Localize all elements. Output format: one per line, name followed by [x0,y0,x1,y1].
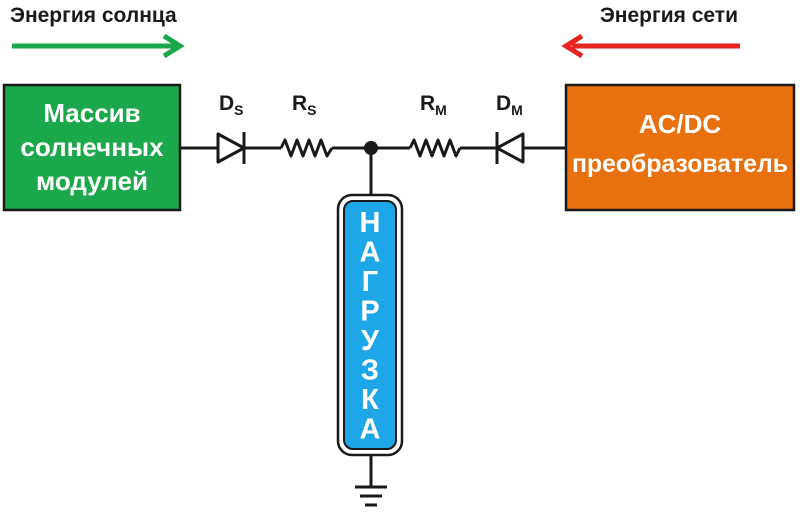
diode-ds [216,132,246,164]
diode-dm-label: DM [496,92,523,118]
acdc-converter-block: AC/DC преобразователь [564,83,796,212]
converter-label-line2: преобразователь [572,150,788,178]
load-letter: К [361,384,379,416]
solar-array-label-line3: модулей [36,166,148,196]
load-letter: А [360,237,381,269]
converter-label-line1: AC/DC [639,109,722,139]
resistor-rm [408,138,462,158]
load-letter: А [360,414,381,446]
solar-flow-arrow [12,33,185,59]
diode-ds-label: DS [219,92,244,118]
grid-flow-arrow [561,33,740,59]
resistor-rs-label: RS [292,92,317,118]
solar-array-label-line2: солнечных [20,132,164,162]
diode-dm [495,132,525,164]
solar-array-block: Массив солнечных модулей [2,83,182,212]
solar-array-label-line1: Массив [43,98,140,128]
resistor-rm-label: RM [420,92,447,118]
load-letter: Н [360,207,381,239]
grid-energy-label: Энергия сети [600,4,738,27]
load-letter: Р [360,296,379,328]
solar-energy-label: Энергия солнца [10,4,177,27]
load-letter: У [361,325,380,357]
load-letter: Г [362,266,378,298]
resistor-rs [279,138,334,158]
load-letter: З [361,355,379,387]
ground-icon [355,485,387,507]
